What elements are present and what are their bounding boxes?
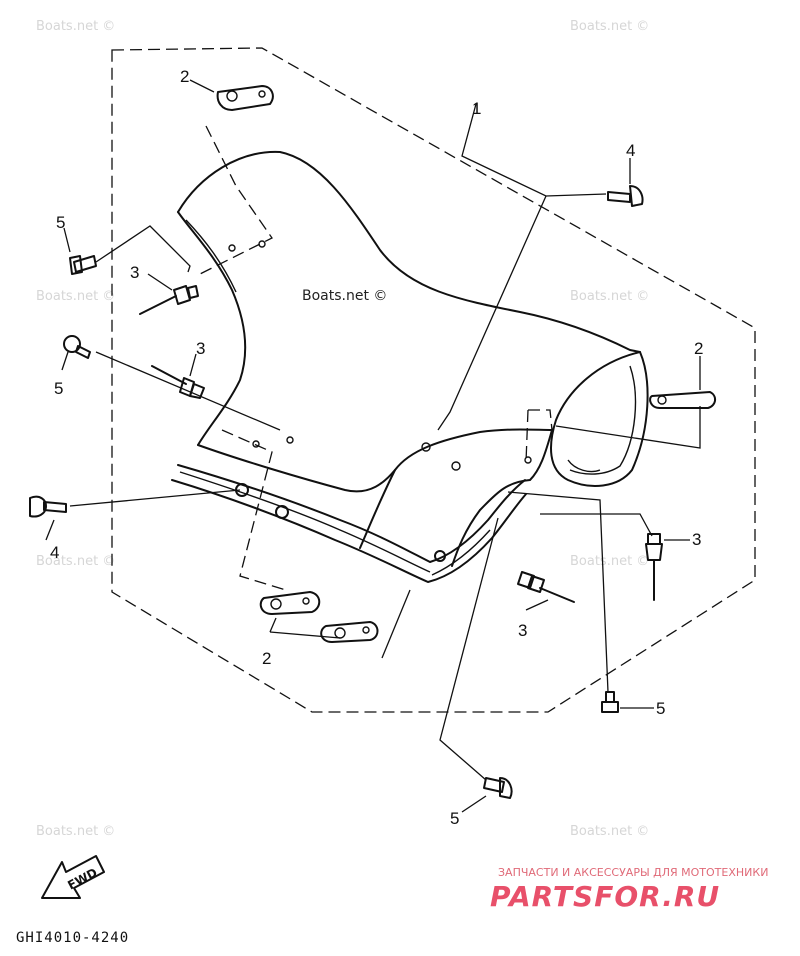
assembly-boundary (111, 47, 756, 713)
callout-labels: 2 1 4 5 3 3 5 2 4 3 3 2 5 5 (50, 67, 703, 828)
callout-5-upper-left: 5 (56, 213, 65, 232)
rivet-part-3-a (139, 285, 199, 315)
rivet-part-3-b (151, 365, 205, 399)
callout-3-upper: 3 (130, 263, 139, 282)
callout-2-right: 2 (694, 339, 703, 358)
brand-watermark: ЗАПЧАСТИ И АКСЕССУАРЫ ДЛЯ МОТОТЕХНИКИ PA… (490, 866, 768, 913)
watermark: Boats.net © (36, 824, 115, 839)
watermark: Boats.net © (36, 289, 115, 304)
forward-direction-arrow: FWD (41, 855, 105, 899)
mounting-guides (195, 125, 553, 591)
callout-2-top: 2 (180, 67, 189, 86)
rivet-part-3-c (645, 533, 663, 601)
bracket-part-2-right (649, 391, 716, 409)
callout-5-left: 5 (54, 379, 63, 398)
cowling-body-part (171, 150, 649, 583)
callout-5-bottom: 5 (450, 809, 459, 828)
callout-5-right: 5 (656, 699, 665, 718)
screw-part-5-a (69, 255, 97, 275)
callout-3-lower: 3 (518, 621, 527, 640)
callout-4-top: 4 (626, 141, 635, 160)
bracket-part-2-lower-left (259, 591, 321, 615)
watermark: Boats.net © (570, 289, 649, 304)
watermark: Boats.net © (570, 824, 649, 839)
watermark: Boats.net © (570, 554, 649, 569)
screw-part-5-b (63, 335, 91, 359)
watermark-layer: Boats.net © Boats.net © Boats.net © Boat… (36, 19, 649, 839)
brand-tagline: ЗАПЧАСТИ И АКСЕССУАРЫ ДЛЯ МОТОТЕХНИКИ (498, 866, 768, 879)
diagram-code: GHI4010-4240 (16, 930, 129, 946)
bracket-part-2-top (216, 85, 274, 111)
brand-name: PARTSFOR.RU (490, 880, 720, 913)
bracket-part-2-lower-right (320, 621, 379, 643)
leader-lines (45, 79, 701, 813)
bolt-part-4-top (607, 185, 644, 207)
screw-part-5-c (601, 691, 619, 713)
callout-3-right: 3 (692, 530, 701, 549)
watermark: Boats.net © (570, 19, 649, 34)
screw-part-5-d (483, 777, 513, 799)
watermark: Boats.net © (36, 554, 115, 569)
bolt-part-4-left (29, 495, 67, 518)
rivet-part-3-d (517, 571, 575, 603)
watermark-center: Boats.net © (302, 288, 387, 304)
callout-1: 1 (472, 99, 481, 118)
callout-2-bottom: 2 (262, 649, 271, 668)
callout-3-middle: 3 (196, 339, 205, 358)
callout-4-left: 4 (50, 543, 59, 562)
watermark: Boats.net © (36, 19, 115, 34)
